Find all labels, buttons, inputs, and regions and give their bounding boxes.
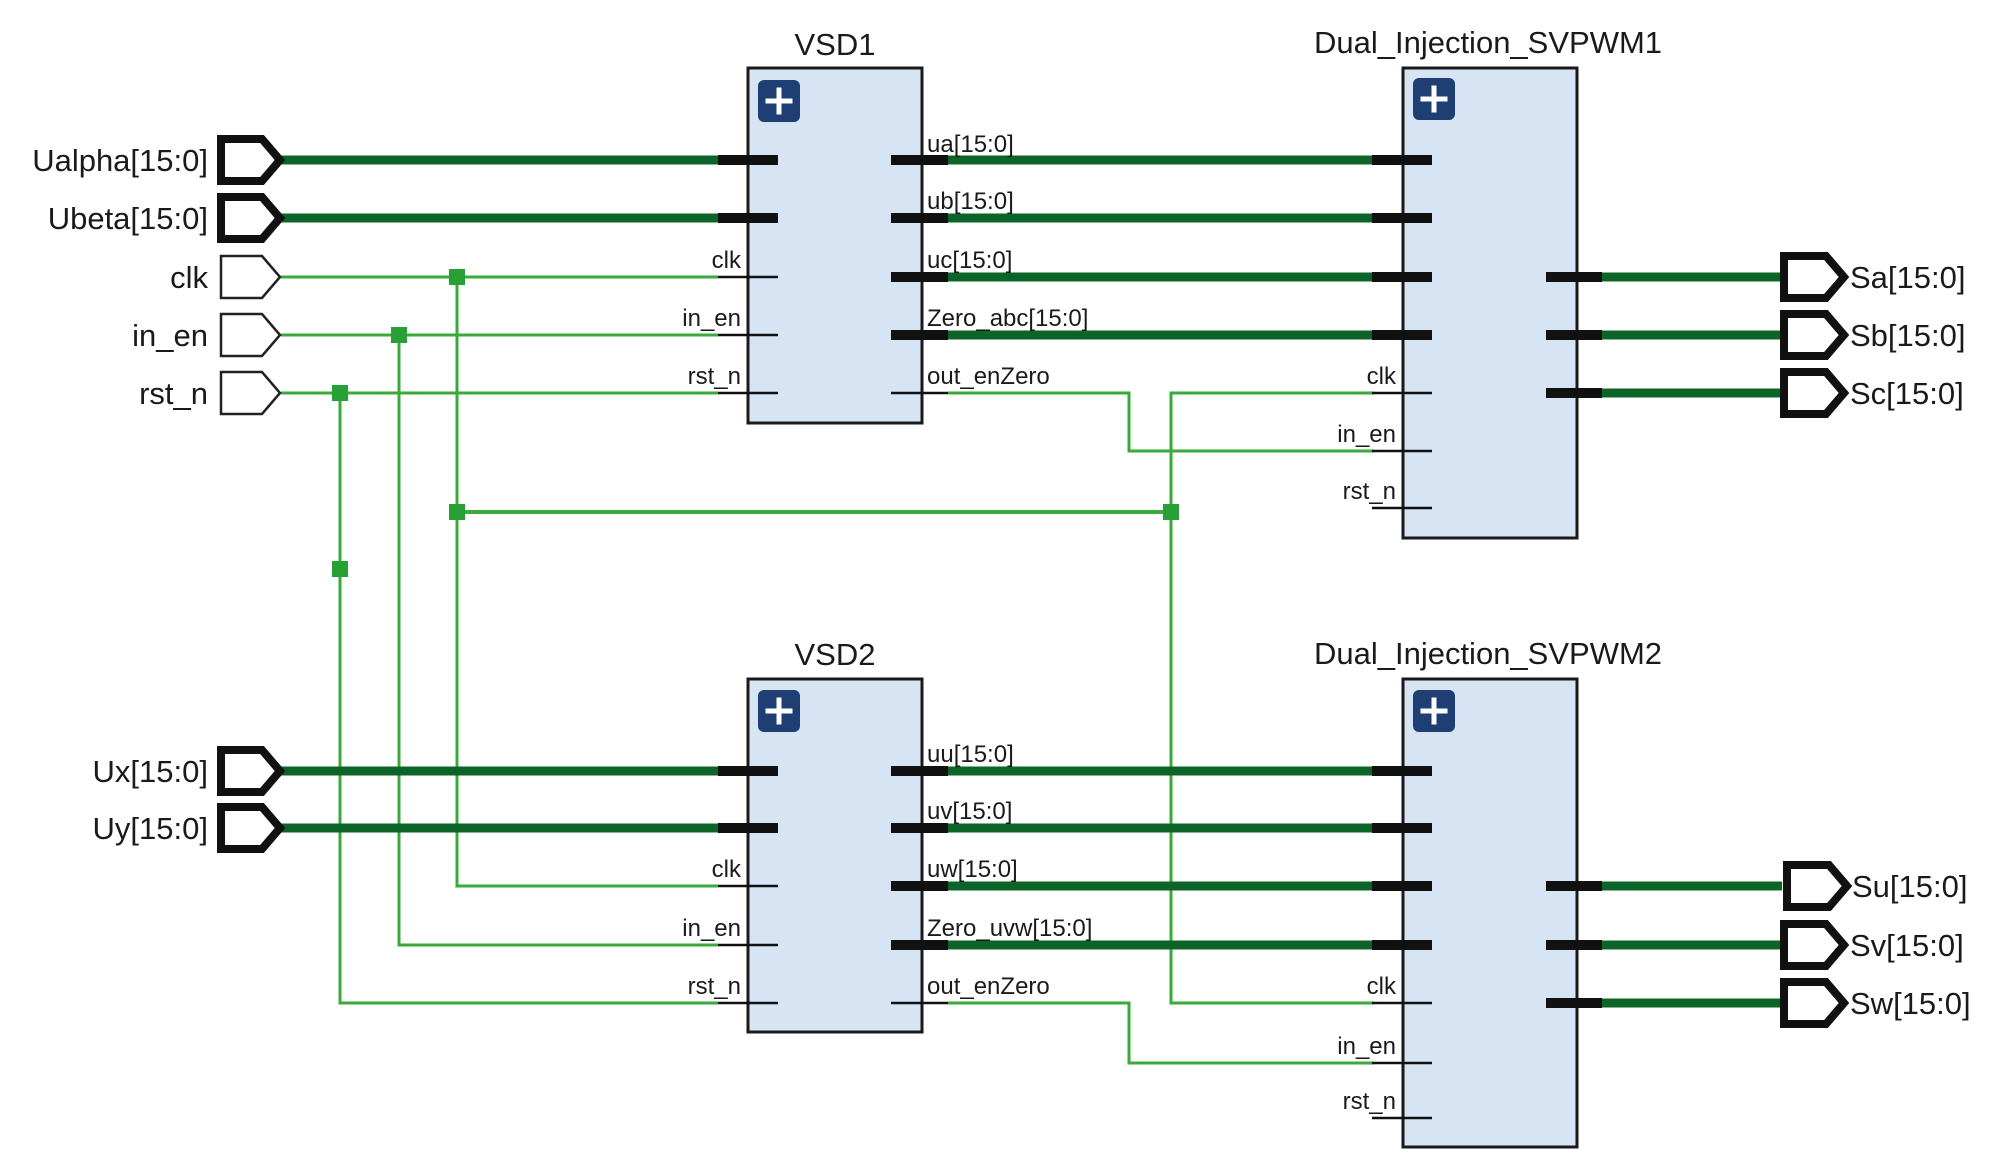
- pin-label-out-enzero: out_enZero: [927, 363, 1050, 390]
- port-arrow-icon: [217, 803, 286, 853]
- input-port-ualpha[interactable]: Ualpha[15:0]: [32, 135, 286, 185]
- output-port-sc[interactable]: Sc[15:0]: [1780, 368, 1964, 418]
- pin-label-zero-uvw: Zero_uvw[15:0]: [927, 915, 1092, 942]
- plus-icon: [1420, 697, 1448, 725]
- pin-label-rst-n: rst_n: [688, 363, 741, 390]
- pin-label-rst-n: rst_n: [1343, 478, 1396, 505]
- port-label: Ux[15:0]: [93, 754, 208, 789]
- expand-button[interactable]: [1413, 78, 1455, 120]
- instance-body[interactable]: [746, 66, 924, 425]
- port-arrow-icon: [1783, 861, 1853, 911]
- pin-label-ub: ub[15:0]: [927, 188, 1014, 215]
- port-arrow-icon: [219, 254, 282, 300]
- pin-label-zero-abc: Zero_abc[15:0]: [927, 305, 1088, 332]
- instance-body[interactable]: [1401, 66, 1579, 540]
- instance-title: Dual_Injection_SVPWM1: [1314, 25, 1662, 60]
- port-arrow-icon: [1780, 920, 1850, 970]
- port-arrow-icon: [217, 746, 286, 796]
- pin-label-in-en: in_en: [682, 915, 741, 942]
- junction-dot: [332, 561, 348, 577]
- pin-label-clk: clk: [1367, 973, 1397, 1000]
- port-arrow-icon: [217, 193, 286, 243]
- instance-body[interactable]: [1401, 677, 1579, 1149]
- net-clk-to-svpwm2[interactable]: [1169, 512, 1374, 1005]
- pin-label-clk: clk: [712, 247, 742, 274]
- junction-dot: [1163, 504, 1179, 520]
- pin-label-rst-n: rst_n: [688, 973, 741, 1000]
- pin-label-in-en: in_en: [1337, 1033, 1396, 1060]
- pin-label-uc: uc[15:0]: [927, 247, 1012, 274]
- port-label: rst_n: [139, 376, 208, 411]
- port-arrow-icon: [217, 135, 286, 185]
- instance-body[interactable]: [746, 677, 924, 1034]
- instance-dual-injection-svpwm2[interactable]: Dual_Injection_SVPWM2 clk in_en rst_n: [1314, 636, 1662, 1149]
- input-port-uy[interactable]: Uy[15:0]: [93, 803, 286, 853]
- pin-label-uv: uv[15:0]: [927, 798, 1012, 825]
- port-label: Sc[15:0]: [1850, 376, 1964, 411]
- port-label: Ubeta[15:0]: [48, 201, 208, 236]
- port-arrow-icon: [219, 312, 282, 358]
- port-label: Sa[15:0]: [1850, 260, 1965, 295]
- port-label: Uy[15:0]: [93, 811, 208, 846]
- pin-label-rst-n: rst_n: [1343, 1088, 1396, 1115]
- input-port-ubeta[interactable]: Ubeta[15:0]: [48, 193, 286, 243]
- junction-dot: [332, 385, 348, 401]
- input-port-in-en[interactable]: in_en: [132, 312, 282, 358]
- port-arrow-icon: [219, 370, 282, 416]
- instance-title: VSD2: [795, 637, 876, 672]
- expand-button[interactable]: [758, 690, 800, 732]
- port-label: clk: [170, 260, 208, 295]
- port-label: in_en: [132, 318, 208, 353]
- net-in-en-to-vsd2[interactable]: [397, 335, 718, 947]
- port-arrow-icon: [1780, 978, 1850, 1028]
- pin-label-in-en: in_en: [1337, 421, 1396, 448]
- expand-button[interactable]: [758, 80, 800, 122]
- port-arrow-icon: [1780, 368, 1850, 418]
- pin-label-ua: ua[15:0]: [927, 131, 1014, 158]
- net-out-enzero-2[interactable]: [948, 1001, 1374, 1065]
- port-arrow-icon: [1780, 310, 1850, 360]
- output-port-sw[interactable]: Sw[15:0]: [1780, 978, 1971, 1028]
- input-port-rst-n[interactable]: rst_n: [139, 370, 282, 416]
- net-clk-to-vsd2[interactable]: [455, 277, 718, 888]
- plus-icon: [765, 87, 793, 115]
- output-port-sa[interactable]: Sa[15:0]: [1780, 252, 1965, 302]
- output-port-sv[interactable]: Sv[15:0]: [1780, 920, 1964, 970]
- port-label: Sb[15:0]: [1850, 318, 1965, 353]
- input-port-ux[interactable]: Ux[15:0]: [93, 746, 286, 796]
- net-out-enzero-1[interactable]: [948, 391, 1374, 453]
- junction-dot: [391, 327, 407, 343]
- instance-dual-injection-svpwm1[interactable]: Dual_Injection_SVPWM1 clk in_en rst_n: [1314, 25, 1662, 540]
- pin-label-uu: uu[15:0]: [927, 741, 1014, 768]
- net-rst-n-to-vsd2[interactable]: [338, 393, 718, 1005]
- pin-label-out-enzero: out_enZero: [927, 973, 1050, 1000]
- instance-title: Dual_Injection_SVPWM2: [1314, 636, 1662, 671]
- instance-vsd2[interactable]: VSD2 clk in_en rst_n uu[15:0] uv[15:0] u…: [682, 637, 1092, 1034]
- port-label: Sw[15:0]: [1850, 986, 1971, 1021]
- pin-label-clk: clk: [1367, 363, 1397, 390]
- instance-title: VSD1: [795, 27, 876, 62]
- input-port-clk[interactable]: clk: [170, 254, 282, 300]
- output-port-su[interactable]: Su[15:0]: [1783, 861, 1967, 911]
- port-label: Ualpha[15:0]: [32, 143, 208, 178]
- junction-dot: [449, 269, 465, 285]
- plus-icon: [1420, 85, 1448, 113]
- pin-label-clk: clk: [712, 856, 742, 883]
- output-port-sb[interactable]: Sb[15:0]: [1780, 310, 1965, 360]
- port-label: Su[15:0]: [1852, 869, 1967, 904]
- expand-button[interactable]: [1413, 690, 1455, 732]
- junction-dot: [449, 504, 465, 520]
- pin-label-uw: uw[15:0]: [927, 856, 1018, 883]
- pin-label-in-en: in_en: [682, 305, 741, 332]
- port-label: Sv[15:0]: [1850, 928, 1964, 963]
- plus-icon: [765, 697, 793, 725]
- instance-vsd1[interactable]: VSD1 clk in_en rst_n ua[15:0] ub[15:0] u…: [682, 27, 1088, 425]
- port-arrow-icon: [1780, 252, 1850, 302]
- net-clk-to-svpwm1[interactable]: [1169, 391, 1374, 512]
